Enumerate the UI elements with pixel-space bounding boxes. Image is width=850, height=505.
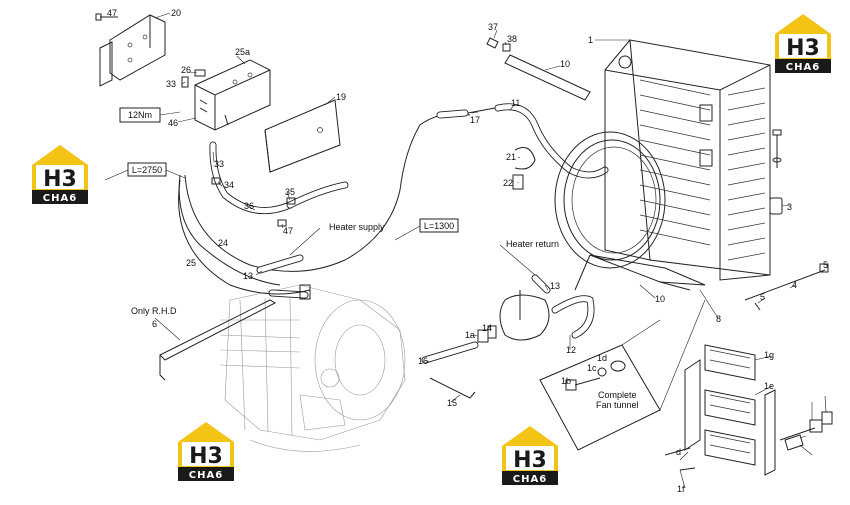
label-37: 46 — [168, 118, 178, 128]
label-1d: d — [676, 447, 681, 457]
length-long-box: L=2750 — [127, 162, 167, 177]
fitting-25a — [181, 76, 189, 88]
torque-box: 12Nm — [119, 107, 161, 123]
label-1c: 1g — [764, 350, 774, 360]
label-5-left: 5 — [760, 292, 765, 302]
label-15: 15 — [447, 398, 457, 408]
label-11: 11 — [511, 98, 520, 108]
watermark-top-text: H3 — [786, 36, 820, 61]
watermark-logo-bottom-center: H3 CHA6 — [502, 426, 558, 485]
clamp-21 — [514, 147, 536, 170]
label-46: 1c — [587, 363, 597, 373]
length-short-label: L=1300 — [424, 221, 454, 231]
label-25a: 33 — [166, 79, 176, 89]
fan-shroud-ring — [554, 131, 666, 269]
mount-3 — [769, 197, 783, 215]
bracket-6-rhd — [159, 299, 277, 381]
fan-tunnel — [574, 254, 706, 291]
sleeve-22 — [512, 174, 524, 190]
watermark-logo-bottom-left: H3 CHA6 — [178, 422, 234, 481]
fan-tunnel-label-line2: Fan tunnel — [596, 400, 639, 410]
label-33-right: 35 — [285, 187, 295, 197]
label-1: 1 — [588, 35, 593, 45]
label-34: 36 — [244, 201, 254, 211]
hose-17-11 — [436, 103, 609, 179]
label-33-left: 34 — [224, 180, 234, 190]
watermark-logo-top-right: H3 CHA6 — [775, 14, 831, 73]
label-1a: 1e — [764, 381, 774, 391]
label-38: 47 — [107, 8, 117, 18]
bolt-vertical — [772, 129, 782, 168]
label-4: 4 — [792, 280, 797, 290]
label-23-upper: 24 — [218, 238, 228, 248]
heater-supply-label: Heater supply — [329, 222, 385, 232]
label-1b: 1f — [677, 484, 685, 494]
bracket-15 — [429, 377, 476, 399]
hose-12 — [499, 274, 595, 341]
engine-ghost-drawing — [219, 284, 406, 452]
label-12: 12 — [566, 345, 576, 355]
watermark-logo-left: H3 CHA6 — [32, 145, 88, 204]
label-35: 37 — [488, 22, 498, 32]
label-20: 20 — [171, 8, 181, 18]
label-6: 6 — [152, 319, 157, 329]
label-40: 1a — [465, 330, 475, 340]
label-22: 22 — [503, 178, 513, 188]
watermark-bottom-text: CHA6 — [43, 193, 77, 204]
label-45: 1b — [561, 376, 571, 386]
watermark-top-text: H3 — [189, 444, 223, 469]
nut-36 — [502, 43, 511, 52]
label-8: 8 — [716, 314, 721, 324]
watermark-top-text: H3 — [513, 448, 547, 473]
length-long-label: L=2750 — [132, 165, 162, 175]
radiator-core-detail — [664, 344, 833, 476]
watermark-bottom-text: CHA6 — [189, 470, 223, 481]
label-21: 21 — [506, 152, 516, 162]
fan-tunnel-detail-box — [539, 299, 706, 451]
label-13-left: 13 — [243, 271, 253, 281]
hose-assembly-left — [178, 113, 471, 300]
label-23-lower: 25 — [186, 258, 196, 268]
label-17: 17 — [470, 115, 480, 125]
watermark-bottom-text: CHA6 — [786, 62, 820, 73]
label-9: 10 — [560, 59, 570, 69]
text-annotations: Heater supply Heater return Only R.H.D C… — [131, 222, 639, 410]
rod-4 — [744, 263, 829, 311]
label-47: 1d — [597, 353, 607, 363]
bracket-20 — [99, 14, 166, 87]
length-short-box: L=1300 — [419, 218, 459, 233]
label-14: 14 — [482, 323, 492, 333]
label-26: 33 — [214, 159, 224, 169]
clamps-33 — [211, 177, 296, 227]
watermark-top-text: H3 — [43, 167, 77, 192]
heater-return-label: Heater return — [506, 239, 559, 249]
leader-lines — [104, 12, 829, 489]
fan-tunnel-label-line1: Complete — [598, 390, 637, 400]
label-24: 25a — [235, 47, 250, 57]
watermark-bottom-text: CHA6 — [513, 474, 547, 485]
label-39: 47 — [283, 226, 293, 236]
radiator-assembly-1 — [604, 39, 771, 281]
bracket-9 — [504, 54, 591, 101]
label-3: 3 — [787, 202, 792, 212]
bolt-35 — [486, 37, 499, 49]
only-rhd-label: Only R.H.D — [131, 306, 177, 316]
label-5-right: 5 — [823, 260, 828, 270]
part-number-labels: 47 20 25a 26 33 46 19 33 34 35 36 47 24 … — [107, 8, 828, 494]
label-10: 10 — [655, 294, 665, 304]
label-19: 19 — [336, 92, 346, 102]
torque-label: 12Nm — [128, 110, 152, 120]
heater-unit-24 — [194, 59, 271, 131]
panel-19 — [264, 99, 341, 173]
hose-23-branch — [178, 179, 311, 295]
label-25: 26 — [181, 65, 191, 75]
label-16: 16 — [418, 356, 428, 366]
label-13-right: 13 — [550, 281, 560, 291]
label-36: 38 — [507, 34, 517, 44]
